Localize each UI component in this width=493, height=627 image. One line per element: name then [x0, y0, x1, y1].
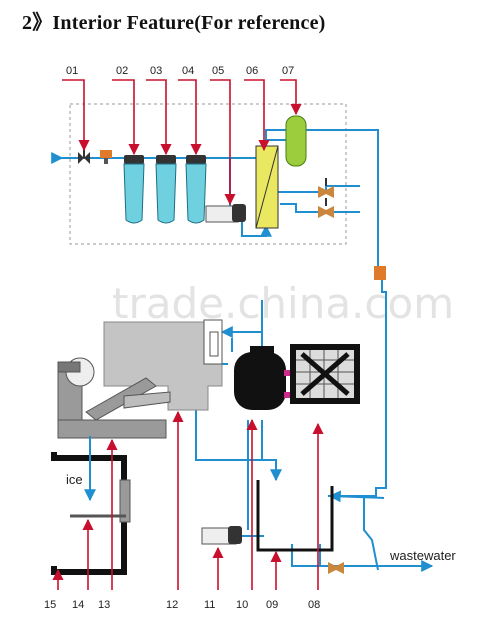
pipe-arrows	[51, 152, 434, 572]
solenoid-valve	[374, 266, 386, 280]
wastewater-label: wastewater	[389, 548, 456, 563]
page-title: 2》Interior Feature(For reference)	[22, 12, 326, 34]
valve-lower	[318, 198, 334, 218]
ro-membrane	[255, 145, 279, 229]
ice-bin	[51, 436, 131, 575]
pressure-tank	[285, 115, 307, 167]
water-reservoir	[256, 480, 334, 552]
water-pump	[201, 526, 242, 545]
callout-06: 06	[246, 65, 258, 77]
callout-03: 03	[150, 65, 162, 77]
evaporator-hopper	[103, 319, 223, 411]
ice-label: ice	[66, 472, 83, 487]
booster-pump	[205, 204, 246, 223]
callout-10: 10	[236, 599, 248, 611]
callout-08: 08	[308, 599, 320, 611]
callout-12: 12	[166, 599, 178, 611]
drain-valve	[328, 562, 344, 574]
callout-11: 11	[204, 599, 215, 611]
callout-07: 07	[282, 65, 294, 77]
filter-03	[155, 155, 177, 224]
callout-09: 09	[266, 599, 278, 611]
callout-02: 02	[116, 65, 128, 77]
ice-chute	[57, 357, 171, 439]
purification-frame	[69, 103, 347, 245]
callout-14: 14	[72, 599, 84, 611]
watermark: trade.china.com	[112, 279, 454, 328]
compressor	[234, 346, 292, 410]
callout-13: 13	[98, 599, 110, 611]
callout-01: 01	[66, 65, 78, 77]
condenser	[290, 344, 360, 404]
inlet-check-valve	[100, 150, 112, 164]
filter-02	[123, 155, 145, 224]
callout-lines	[52, 79, 324, 590]
callout-05: 05	[212, 65, 224, 77]
valve-upper	[318, 178, 334, 198]
callout-04: 04	[182, 65, 194, 77]
callout-15: 15	[44, 599, 56, 611]
filter-04	[185, 155, 207, 224]
